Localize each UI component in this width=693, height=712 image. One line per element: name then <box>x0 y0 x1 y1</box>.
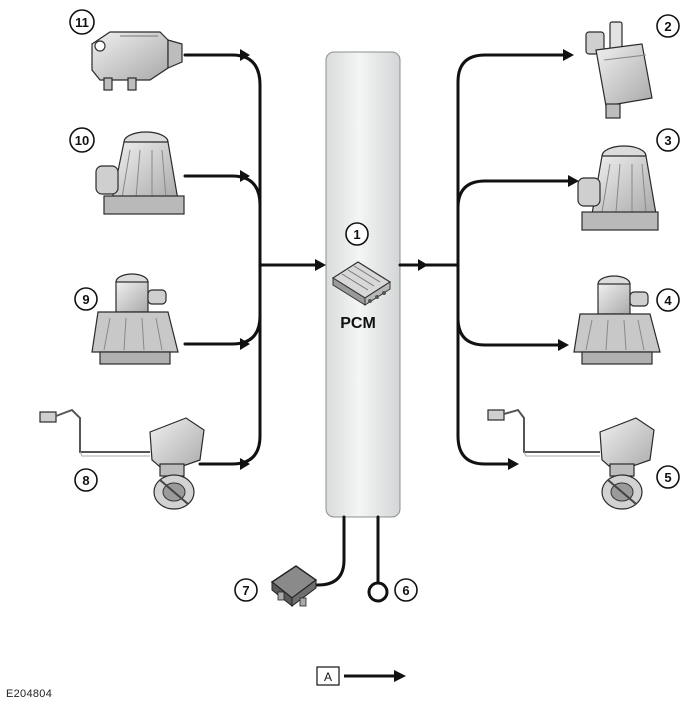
svg-text:10: 10 <box>75 133 89 148</box>
svg-text:8: 8 <box>82 473 89 488</box>
arrowhead-4 <box>558 339 569 351</box>
component-pump-3 <box>577 145 659 231</box>
output-wires <box>398 53 572 466</box>
component-pump-9 <box>91 273 179 365</box>
wire-5 <box>456 316 512 466</box>
wire-2 <box>456 53 567 267</box>
callout-6: 6 <box>394 578 418 602</box>
input-wires <box>183 53 324 466</box>
legend-a-label: A <box>324 670 332 684</box>
svg-text:4: 4 <box>664 293 672 308</box>
arrowhead-2 <box>563 49 574 61</box>
arrowhead-3 <box>568 175 579 187</box>
component-fuse-7 <box>270 565 318 608</box>
legend-arrowhead <box>394 670 406 682</box>
wire-3 <box>456 179 572 210</box>
wire-8 <box>198 314 262 466</box>
component-sensor-11 <box>91 31 183 91</box>
figure-code: E204804 <box>6 688 53 700</box>
output-arrowheads <box>418 49 579 470</box>
arrowhead-9 <box>240 338 250 350</box>
component-pump-10 <box>95 131 185 215</box>
pcm-label: PCM <box>340 315 376 332</box>
callout-1: 1 <box>345 222 369 246</box>
input-arrowheads <box>240 49 326 470</box>
callout-4: 4 <box>656 288 680 312</box>
svg-text:5: 5 <box>664 470 671 485</box>
svg-text:3: 3 <box>664 133 671 148</box>
pcm-module: PCM <box>325 51 401 518</box>
component-valve-5 <box>487 408 655 510</box>
svg-text:6: 6 <box>402 583 409 598</box>
component-valve-8 <box>39 408 205 510</box>
callout-10: 10 <box>69 127 95 153</box>
callout-11: 11 <box>69 9 95 35</box>
callout-3: 3 <box>656 128 680 152</box>
pcm-module-icon <box>331 261 392 306</box>
callout-9: 9 <box>74 287 98 311</box>
svg-text:11: 11 <box>75 15 89 30</box>
svg-text:7: 7 <box>242 583 249 598</box>
component-pump-4 <box>573 275 661 365</box>
arrowhead-10 <box>240 170 250 182</box>
arrowhead-pcm-out <box>418 259 428 271</box>
arrowhead-8 <box>240 458 250 470</box>
callout-2: 2 <box>656 14 680 38</box>
arrowhead-pcm-in <box>315 259 326 271</box>
arrowhead-5 <box>508 458 519 470</box>
svg-text:1: 1 <box>353 227 360 242</box>
callout-8: 8 <box>74 468 98 492</box>
wire-11 <box>183 53 262 267</box>
callouts: 1 2 3 4 5 6 7 8 <box>69 9 680 602</box>
wire-7 <box>310 515 346 587</box>
arrowhead-11 <box>240 49 250 61</box>
svg-text:9: 9 <box>82 292 89 307</box>
bottom-wires <box>310 515 380 587</box>
wire-9 <box>183 263 262 346</box>
callout-5: 5 <box>656 465 680 489</box>
component-ground-6 <box>367 581 389 603</box>
component-solenoid-2 <box>585 21 653 119</box>
callout-7: 7 <box>234 578 258 602</box>
wire-4 <box>456 263 562 347</box>
wire-10 <box>183 174 262 207</box>
svg-text:2: 2 <box>664 19 671 34</box>
legend-a: A <box>316 666 406 686</box>
